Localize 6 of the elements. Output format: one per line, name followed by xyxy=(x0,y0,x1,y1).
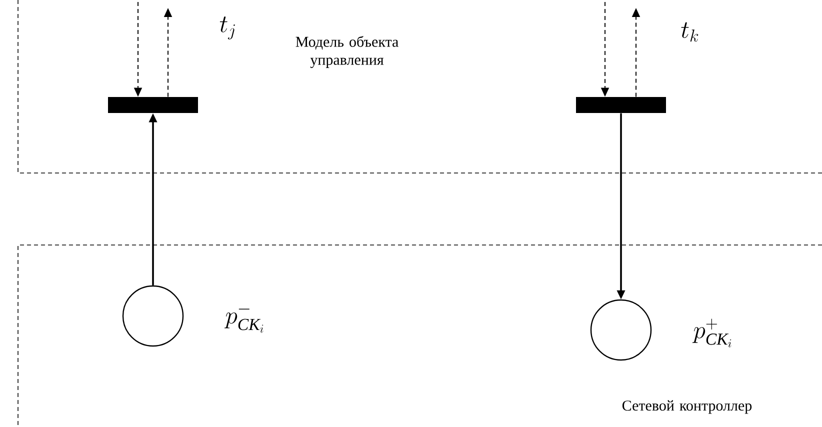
math-label: $t_{j}$ xyxy=(220,16,235,40)
math-label: $p^{+}_{\textit{СК}_{i}}$ xyxy=(692,318,732,348)
math-label: $p^{-}_{\textit{СК}_{i}}$ xyxy=(224,308,264,333)
math-label: $t_{k}$ xyxy=(681,22,698,42)
place-circle xyxy=(122,285,184,347)
place-circle xyxy=(590,299,652,361)
